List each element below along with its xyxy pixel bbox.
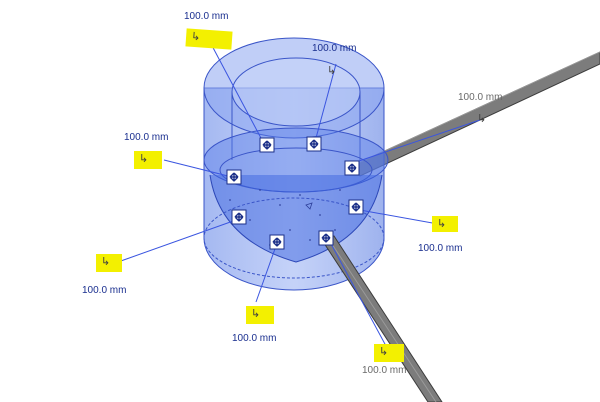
dim-pipe-lower[interactable]: 100.0 mm [362, 365, 407, 376]
tag-lower-left[interactable]: ↳ [96, 254, 122, 272]
pipe-connector-icon: ↳ [139, 153, 149, 165]
dim-left[interactable]: 100.0 mm [124, 132, 169, 143]
pipe-connector-icon: ↳ [190, 30, 201, 44]
dim-top-right[interactable]: 100.0 mm [312, 43, 357, 54]
tag-pipe-upper[interactable]: ↳ [476, 112, 490, 126]
grip-handles[interactable] [226, 136, 364, 250]
move-grip-icon[interactable] [269, 234, 285, 250]
move-grip-icon[interactable] [306, 136, 322, 152]
dimension-leaders [117, 41, 481, 347]
pipe-connector-icon: ↳ [327, 65, 337, 77]
dim-bottom[interactable]: 100.0 mm [232, 333, 277, 344]
move-grip-icon[interactable] [318, 230, 334, 246]
dim-pipe-upper[interactable]: 100.0 mm [458, 92, 503, 103]
dim-right[interactable]: 100.0 mm [418, 243, 463, 254]
move-grip-icon[interactable] [231, 209, 247, 225]
pipe-connector-icon: ↳ [379, 346, 389, 358]
dim-top-left[interactable]: 100.0 mm [184, 11, 229, 22]
pipe-connector-icon: ↳ [477, 113, 487, 125]
cylinder-body[interactable] [203, 37, 389, 291]
tag-top-left[interactable]: ↳ [185, 28, 233, 50]
tag-right[interactable]: ↳ [432, 216, 458, 232]
tag-top-right[interactable]: ↳ [326, 64, 340, 78]
dim-lower-left[interactable]: 100.0 mm [82, 285, 127, 296]
tag-pipe-lower[interactable]: ↳ [374, 344, 404, 362]
pipe-connector-icon: ↳ [251, 308, 261, 320]
move-grip-icon[interactable] [259, 137, 275, 153]
tag-bottom[interactable]: ↳ [246, 306, 274, 324]
move-grip-icon[interactable] [226, 169, 242, 185]
move-grip-icon[interactable] [344, 160, 360, 176]
move-grip-icon[interactable] [348, 199, 364, 215]
pipe-connector-icon: ↳ [437, 218, 447, 230]
tag-left[interactable]: ↳ [134, 151, 162, 169]
pipe-connector-icon: ↳ [101, 256, 111, 268]
